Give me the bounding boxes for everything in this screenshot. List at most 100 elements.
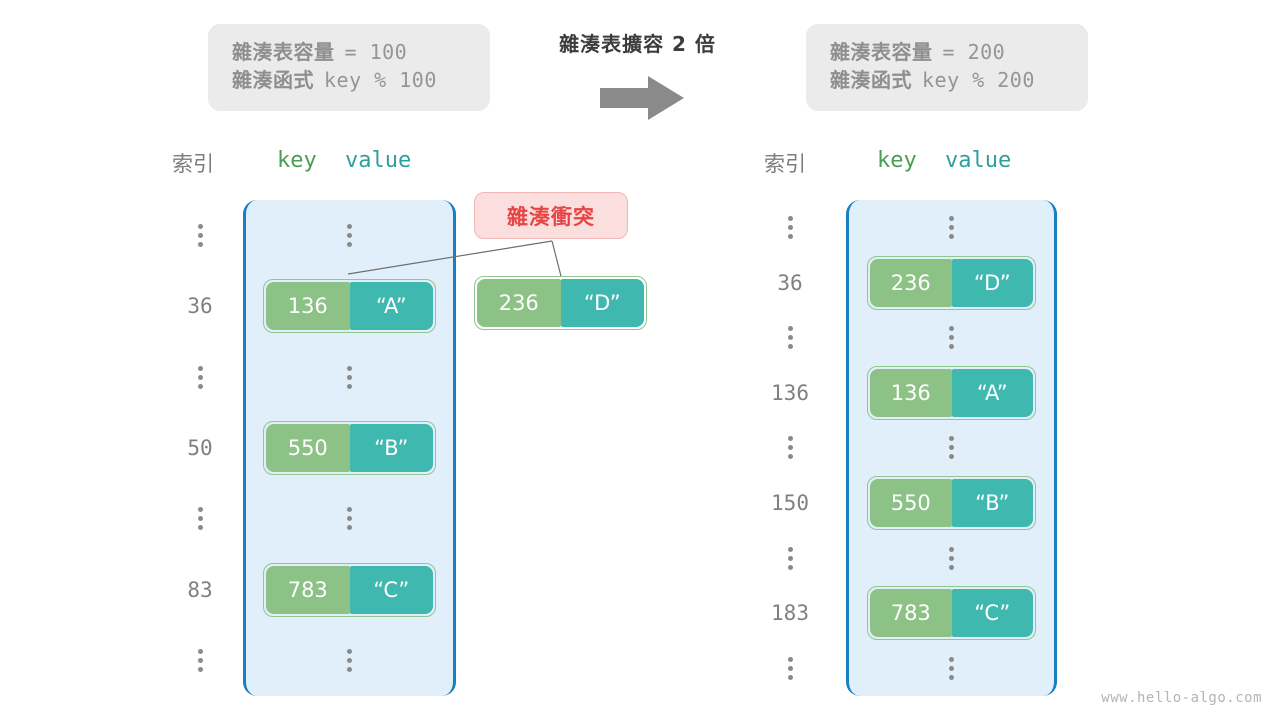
capacity-expression: = 100 bbox=[344, 40, 408, 64]
key-value-pair: 136“A” bbox=[867, 365, 1036, 420]
index-ellipsis bbox=[787, 420, 793, 475]
ellipsis-icon bbox=[787, 656, 793, 680]
ellipsis-icon bbox=[347, 223, 352, 247]
ellipsis-icon bbox=[949, 436, 954, 460]
index-ellipsis bbox=[197, 342, 203, 413]
bucket-entry: 550“B” bbox=[246, 413, 453, 484]
floating-collision-entry: 236 “D” bbox=[474, 276, 647, 330]
ellipsis-icon bbox=[787, 436, 793, 460]
function-line-after: 雜湊函式 key % 200 bbox=[830, 66, 1064, 94]
bucket-ellipsis bbox=[246, 342, 453, 413]
index-label: 83 bbox=[187, 577, 213, 602]
key-value-pair: 783“C” bbox=[263, 562, 436, 617]
capacity-line-before: 雜湊表容量 = 100 bbox=[232, 38, 466, 66]
bucket-entry: 550“B” bbox=[849, 476, 1054, 531]
hash-table-after: 236“D” 136“A” 550“B” 783“C” bbox=[846, 200, 1057, 696]
ellipsis-icon bbox=[347, 648, 352, 672]
ellipsis-icon bbox=[787, 546, 793, 570]
header-value-left: value bbox=[345, 148, 412, 173]
hash-table-info-after: 雜湊表容量 = 200 雜湊函式 key % 200 bbox=[806, 24, 1088, 111]
pair-key: 136 bbox=[266, 282, 350, 331]
index-ellipsis bbox=[197, 483, 203, 554]
bucket-ellipsis bbox=[849, 420, 1054, 475]
pair-value: “D” bbox=[951, 258, 1033, 307]
key-value-pair: 236 “D” bbox=[474, 276, 647, 330]
pair-key: 783 bbox=[870, 589, 952, 638]
hash-table-before: 136“A” 550“B” 783“C” bbox=[243, 200, 456, 696]
key-value-pair: 783“C” bbox=[867, 586, 1036, 641]
ellipsis-icon bbox=[197, 365, 203, 389]
pair-value: “A” bbox=[349, 282, 433, 331]
header-key-right: key bbox=[877, 148, 917, 173]
bucket-ellipsis bbox=[849, 641, 1054, 696]
ellipsis-icon bbox=[949, 216, 954, 240]
bucket-ellipsis bbox=[849, 200, 1054, 255]
index-label: 36 bbox=[777, 270, 803, 295]
header-index-right: 索引 bbox=[764, 152, 806, 176]
ellipsis-icon bbox=[949, 546, 954, 570]
header-key-left: key bbox=[277, 148, 317, 173]
watermark: www.hello-algo.com bbox=[1101, 690, 1262, 706]
function-expression: key % 200 bbox=[922, 68, 1035, 93]
ellipsis-icon bbox=[949, 656, 954, 680]
ellipsis-icon bbox=[787, 216, 793, 240]
ellipsis-icon bbox=[787, 326, 793, 350]
pair-value: “C” bbox=[349, 565, 433, 614]
bucket-entry: 783“C” bbox=[849, 586, 1054, 641]
hash-table-info-before: 雜湊表容量 = 100 雜湊函式 key % 100 bbox=[208, 24, 490, 111]
ellipsis-icon bbox=[347, 507, 352, 531]
right-arrow-icon bbox=[600, 76, 684, 120]
index-label: 50 bbox=[187, 435, 213, 460]
header-index-left: 索引 bbox=[172, 152, 214, 176]
bucket-ellipsis bbox=[849, 310, 1054, 365]
key-value-pair: 550“B” bbox=[867, 476, 1036, 531]
bucket-entry: 136“A” bbox=[849, 365, 1054, 420]
pair-key: 783 bbox=[266, 565, 350, 614]
transform-title: 雜湊表擴容 2 倍 bbox=[559, 32, 716, 56]
index-label: 136 bbox=[771, 380, 809, 405]
capacity-expression: = 200 bbox=[942, 40, 1006, 64]
bucket-ellipsis bbox=[849, 531, 1054, 586]
index-column-right: 36 136 150 183 bbox=[758, 200, 822, 696]
pair-value: “B” bbox=[951, 479, 1033, 528]
pair-key: 550 bbox=[266, 423, 350, 472]
pair-key: 550 bbox=[870, 479, 952, 528]
pair-value: “C” bbox=[951, 589, 1033, 638]
key-value-pair: 550“B” bbox=[263, 420, 436, 475]
key-value-pair: 236“D” bbox=[867, 255, 1036, 310]
ellipsis-icon bbox=[949, 326, 954, 350]
pair-value: “B” bbox=[349, 423, 433, 472]
index-ellipsis bbox=[197, 200, 203, 271]
index-ellipsis bbox=[787, 310, 793, 365]
function-label: 雜湊函式 bbox=[232, 68, 314, 93]
ellipsis-icon bbox=[347, 365, 352, 389]
ellipsis-icon bbox=[197, 507, 203, 531]
capacity-label: 雜湊表容量 bbox=[830, 40, 933, 64]
bucket-ellipsis bbox=[246, 483, 453, 554]
pair-key: 236 bbox=[870, 258, 952, 307]
index-label: 183 bbox=[771, 601, 809, 626]
function-label: 雜湊函式 bbox=[830, 68, 912, 93]
header-value-right: value bbox=[945, 148, 1012, 173]
index-ellipsis bbox=[787, 531, 793, 586]
index-ellipsis bbox=[787, 641, 793, 696]
bucket-entry: 783“C” bbox=[246, 554, 453, 625]
bucket-ellipsis bbox=[246, 625, 453, 696]
ellipsis-icon bbox=[197, 648, 203, 672]
pair-value: “A” bbox=[951, 368, 1033, 417]
function-line-before: 雜湊函式 key % 100 bbox=[232, 66, 466, 94]
ellipsis-icon bbox=[197, 223, 203, 247]
bucket-ellipsis bbox=[246, 200, 453, 271]
pair-key: 236 bbox=[477, 279, 561, 327]
index-ellipsis bbox=[197, 625, 203, 696]
key-value-pair: 136“A” bbox=[263, 279, 436, 334]
capacity-label: 雜湊表容量 bbox=[232, 40, 335, 64]
pair-value: “D” bbox=[560, 279, 644, 327]
collision-callout: 雜湊衝突 bbox=[474, 192, 628, 239]
function-expression: key % 100 bbox=[324, 68, 437, 93]
bucket-entry: 136“A” bbox=[246, 271, 453, 342]
index-label: 150 bbox=[771, 491, 809, 516]
bucket-entry: 236“D” bbox=[849, 255, 1054, 310]
capacity-line-after: 雜湊表容量 = 200 bbox=[830, 38, 1064, 66]
